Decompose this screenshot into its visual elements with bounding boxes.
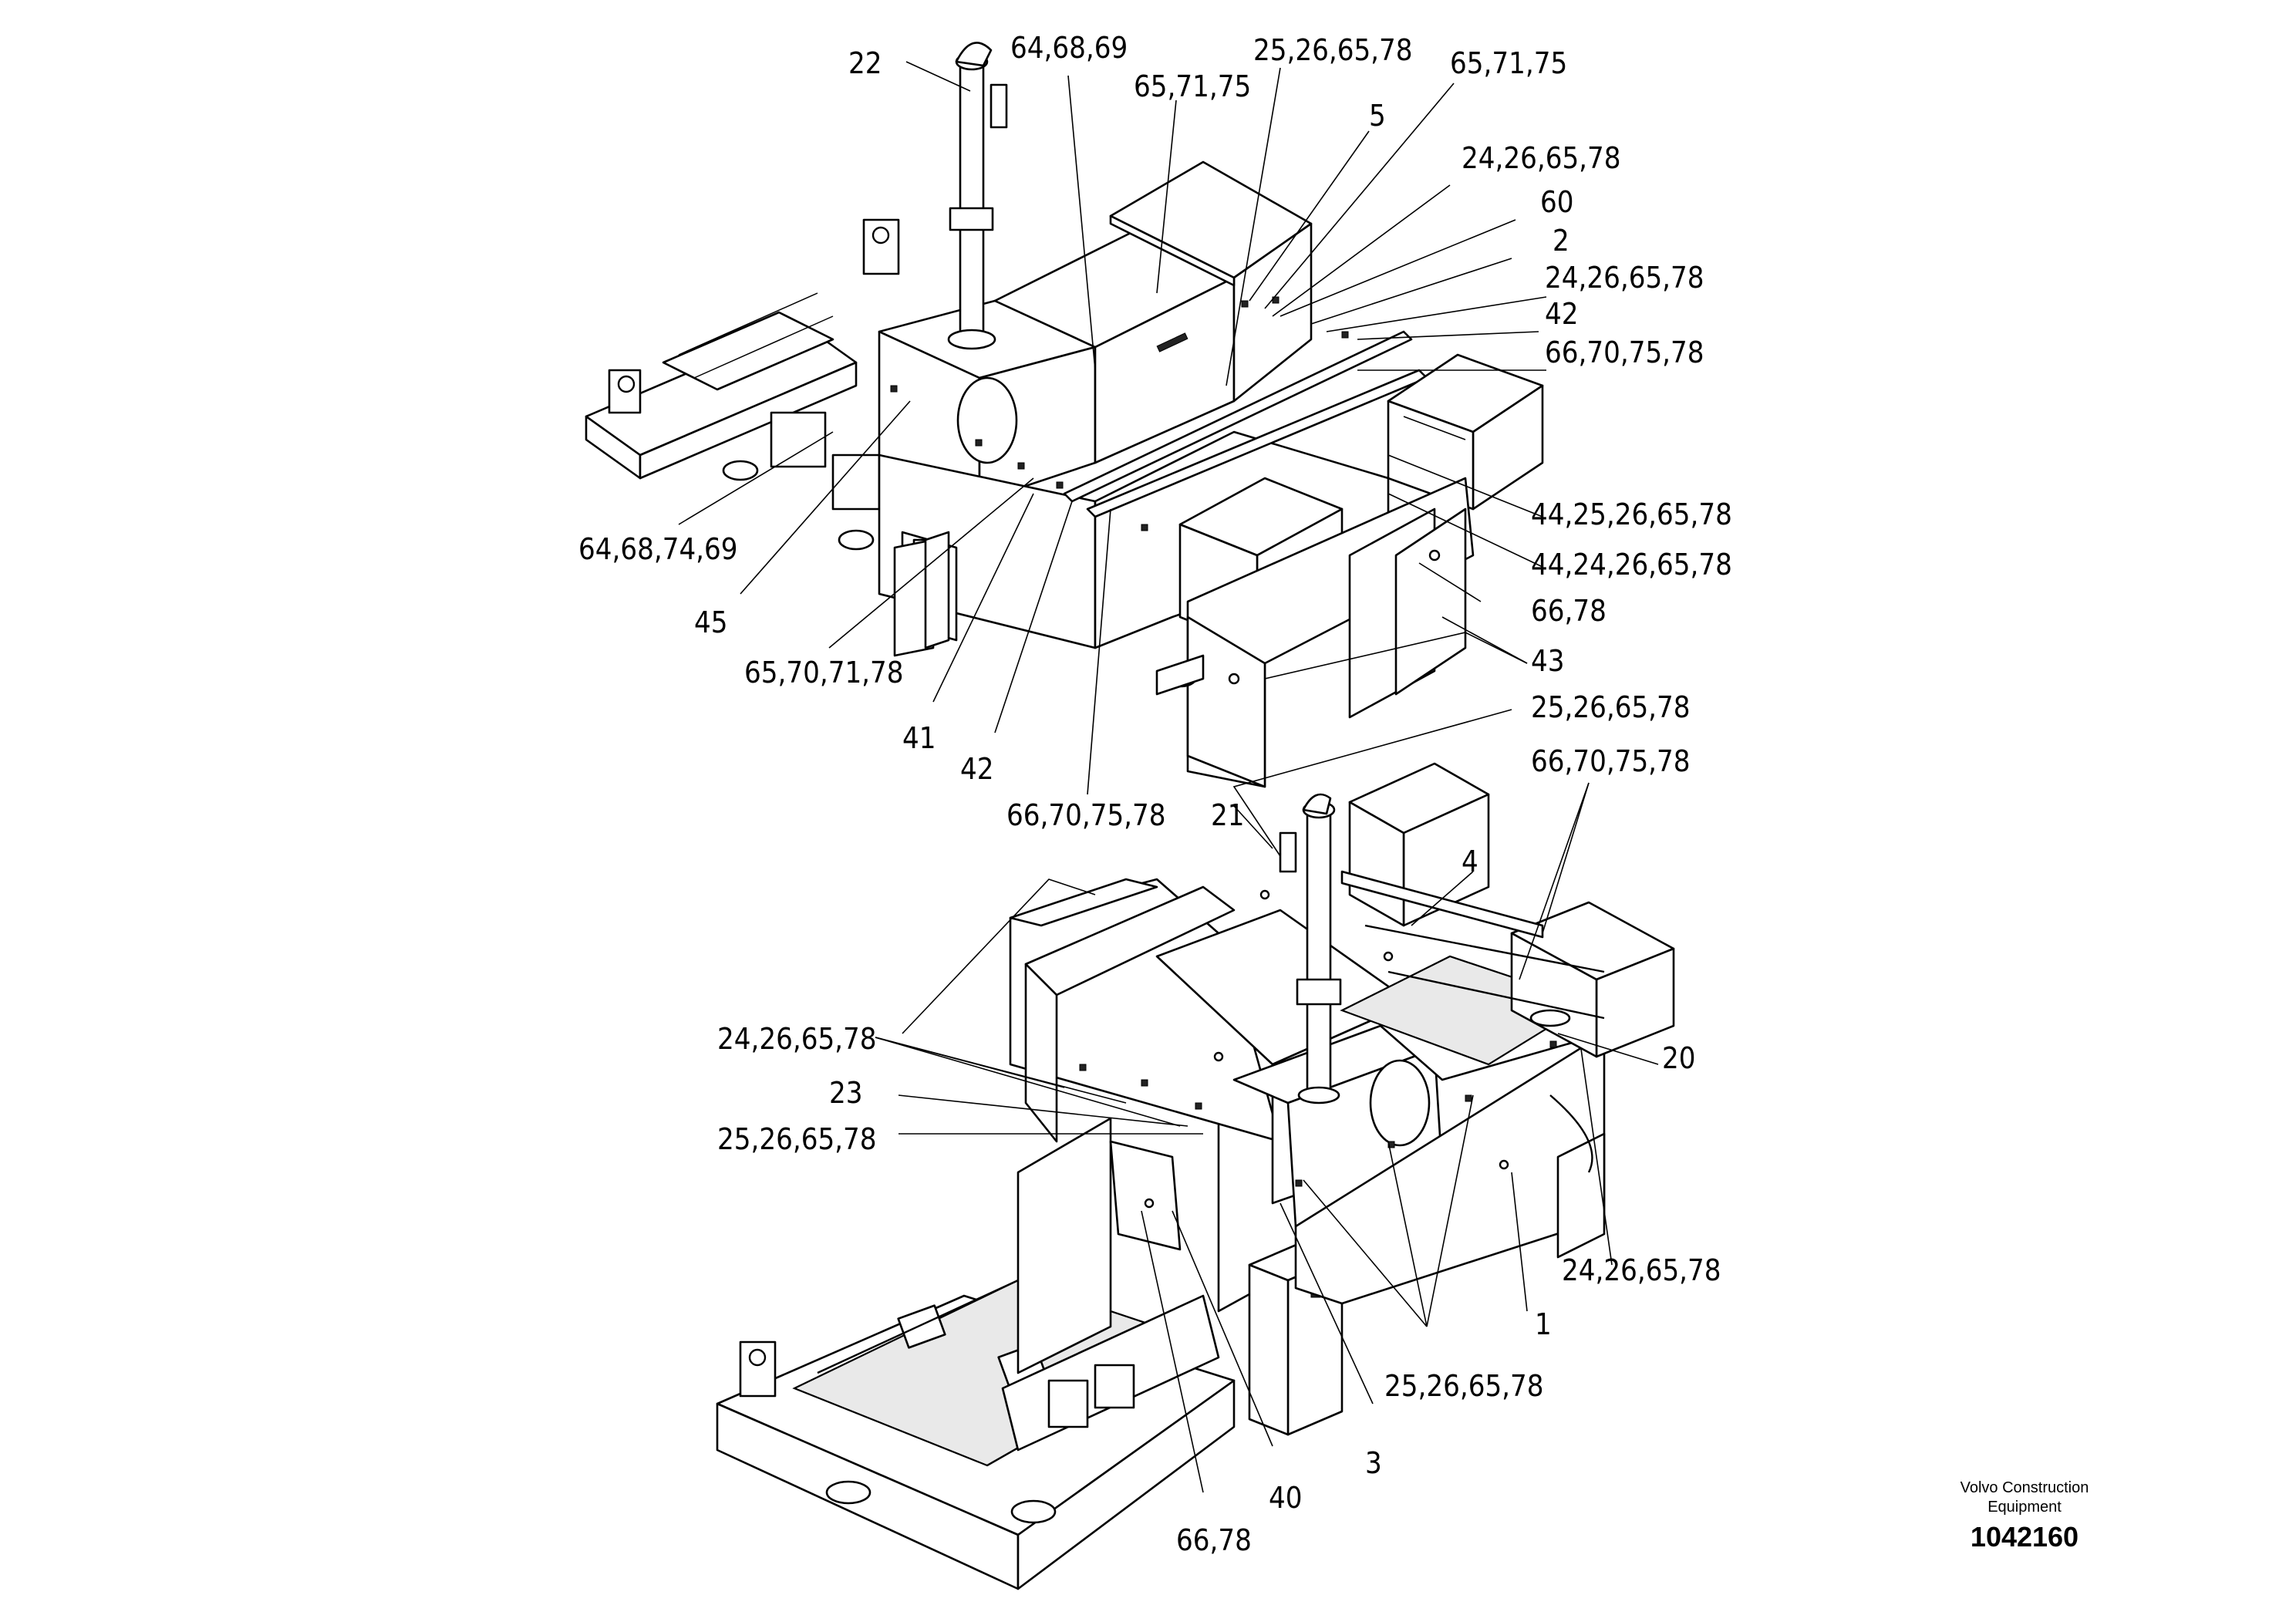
callout-43: 43	[1531, 644, 1565, 678]
callout-4: 4	[1462, 845, 1478, 878]
leader-lines	[678, 61, 1659, 1493]
callout-65-71-75-b: 65,71,75	[1450, 46, 1567, 80]
callout-65-71-75-a: 65,71,75	[1134, 69, 1251, 103]
callout-1: 1	[1535, 1307, 1552, 1341]
upper-callouts: 22 64,68,69 25,26,65,78 65,71,75 65,71,7…	[578, 31, 1732, 832]
callout-44-24-26-65-78: 44,24,26,65,78	[1531, 548, 1732, 582]
callout-5: 5	[1369, 99, 1386, 133]
document-number: 1042160	[1971, 1521, 2079, 1553]
callout-25-26-65-78-d: 25,26,65,78	[717, 1122, 877, 1156]
callout-24-26-65-78-d: 24,26,65,78	[1562, 1253, 1721, 1287]
lower-frame-assembly	[716, 762, 1675, 1590]
callout-23: 23	[829, 1076, 863, 1110]
callout-64-68-74-69: 64,68,74,69	[578, 532, 738, 566]
callout-60: 60	[1540, 185, 1574, 219]
callout-24-26-65-78-b: 24,26,65,78	[1545, 261, 1704, 295]
callout-66-78-b: 66,78	[1176, 1523, 1252, 1557]
callout-44-25-26-65-78: 44,25,26,65,78	[1531, 497, 1732, 531]
hinge-marks-lower	[1079, 1040, 1557, 1187]
callout-66-78-a: 66,78	[1531, 594, 1607, 628]
callout-25-26-65-78: 25,26,65,78	[1253, 33, 1413, 67]
callout-42-b: 42	[960, 752, 994, 786]
callout-3: 3	[1365, 1446, 1382, 1480]
brand-line-2: Equipment	[1988, 1499, 2062, 1516]
callout-25-26-65-78-e: 25,26,65,78	[1384, 1369, 1544, 1403]
callout-20: 20	[1662, 1041, 1696, 1075]
callout-64-68-69: 64,68,69	[1010, 31, 1128, 65]
callout-65-70-71-78: 65,70,71,78	[744, 656, 904, 690]
callout-2: 2	[1553, 224, 1569, 258]
callout-66-70-75-78-a: 66,70,75,78	[1545, 336, 1704, 369]
callout-24-26-65-78-c: 24,26,65,78	[717, 1022, 877, 1056]
callout-66-70-75-78-c: 66,70,75,78	[1531, 744, 1691, 778]
title-block: Volvo Construction Equipment 1042160	[1961, 1479, 2089, 1553]
callout-42-a: 42	[1545, 297, 1579, 331]
upper-frame-assembly	[585, 42, 1544, 788]
callout-24-26-65-78-a: 24,26,65,78	[1462, 141, 1621, 175]
hinge-marks-upper	[890, 296, 1349, 531]
callout-66-70-75-78-b: 66,70,75,78	[1006, 798, 1166, 832]
callout-40: 40	[1269, 1481, 1303, 1515]
callout-25-26-65-78-c: 25,26,65,78	[1531, 690, 1691, 724]
brand-line-1: Volvo Construction	[1961, 1479, 2089, 1496]
callout-22: 22	[848, 46, 882, 80]
lower-callouts: 25,26,65,78 66,70,75,78 21 4 20 24,26,65…	[717, 690, 1721, 1557]
callout-45: 45	[694, 605, 728, 639]
callout-21: 21	[1211, 798, 1245, 832]
callout-41: 41	[902, 721, 936, 755]
